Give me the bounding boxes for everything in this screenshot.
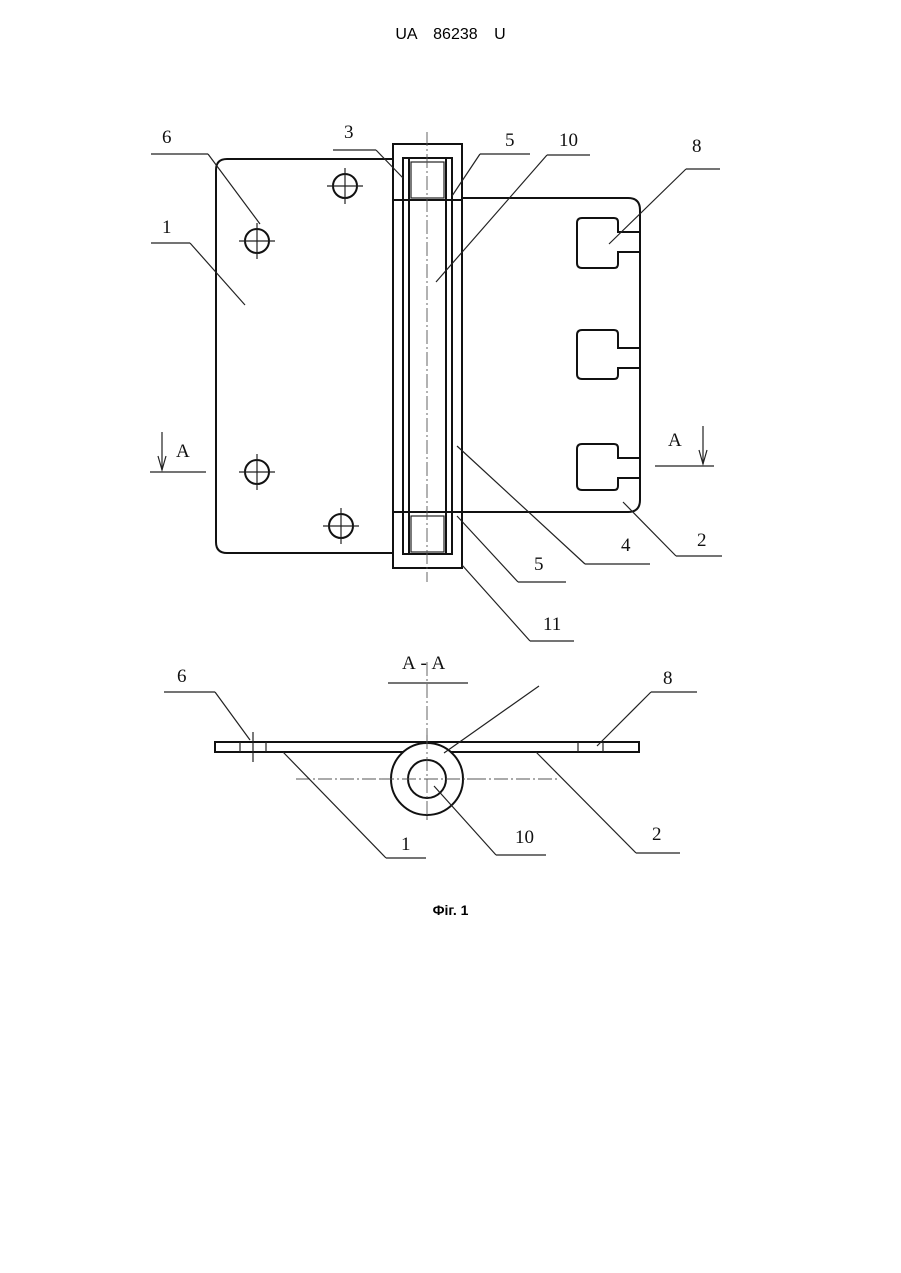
pin-top-end bbox=[411, 162, 444, 198]
section-label-6: 6 bbox=[177, 666, 187, 687]
label-3: 3 bbox=[344, 122, 354, 143]
section-mark-right: А bbox=[655, 426, 714, 466]
label-1: 1 bbox=[162, 217, 172, 238]
hinge-top-view: А А bbox=[150, 122, 722, 641]
svg-text:А: А bbox=[668, 430, 682, 451]
label-11: 11 bbox=[543, 614, 561, 635]
figure-caption: Фіг. 1 bbox=[0, 902, 901, 918]
section-mark-left: А bbox=[150, 432, 206, 472]
section-label-8: 8 bbox=[663, 668, 673, 689]
section-label-10: 10 bbox=[515, 827, 534, 848]
label-10: 10 bbox=[559, 130, 578, 151]
left-leaf-plate bbox=[216, 159, 392, 553]
label-2: 2 bbox=[697, 530, 707, 551]
pin-bottom-end bbox=[411, 516, 444, 552]
label-8: 8 bbox=[692, 136, 702, 157]
section-label-1: 1 bbox=[401, 834, 411, 855]
keyhole-slots bbox=[577, 218, 640, 490]
mounting-holes bbox=[239, 168, 363, 544]
svg-text:А: А bbox=[176, 441, 190, 462]
section-title: А - А bbox=[402, 653, 446, 674]
right-leaf-plate bbox=[462, 198, 640, 512]
knuckle-sleeve bbox=[403, 158, 452, 554]
section-label-2: 2 bbox=[652, 824, 662, 845]
section-view-a-a: А - А 6 8 1 10 2 bbox=[164, 653, 697, 858]
label-5-top: 5 bbox=[505, 130, 515, 151]
label-4: 4 bbox=[621, 535, 631, 556]
label-5-bottom: 5 bbox=[534, 554, 544, 575]
label-6: 6 bbox=[162, 127, 172, 148]
